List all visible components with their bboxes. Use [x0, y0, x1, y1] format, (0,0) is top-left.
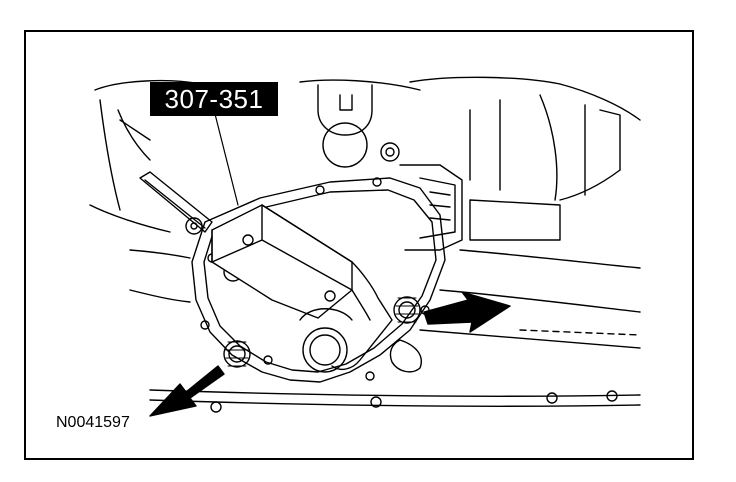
alignment-tool-307-351: [211, 113, 393, 371]
sensor-bolt-left: [223, 340, 251, 368]
arrow-left-bolt: [149, 365, 225, 417]
tool-number-label: 307-351: [150, 82, 278, 116]
manual-shaft: [299, 308, 353, 373]
upper-connector: [317, 84, 463, 251]
sensor-housing: [191, 177, 446, 383]
manual-lever: [139, 171, 213, 235]
arrow-right-bolt: [423, 291, 511, 333]
figure-frame: [24, 30, 694, 460]
sensor-bolt-right: [393, 296, 421, 324]
figure-reference-id: N0041597: [56, 414, 130, 431]
